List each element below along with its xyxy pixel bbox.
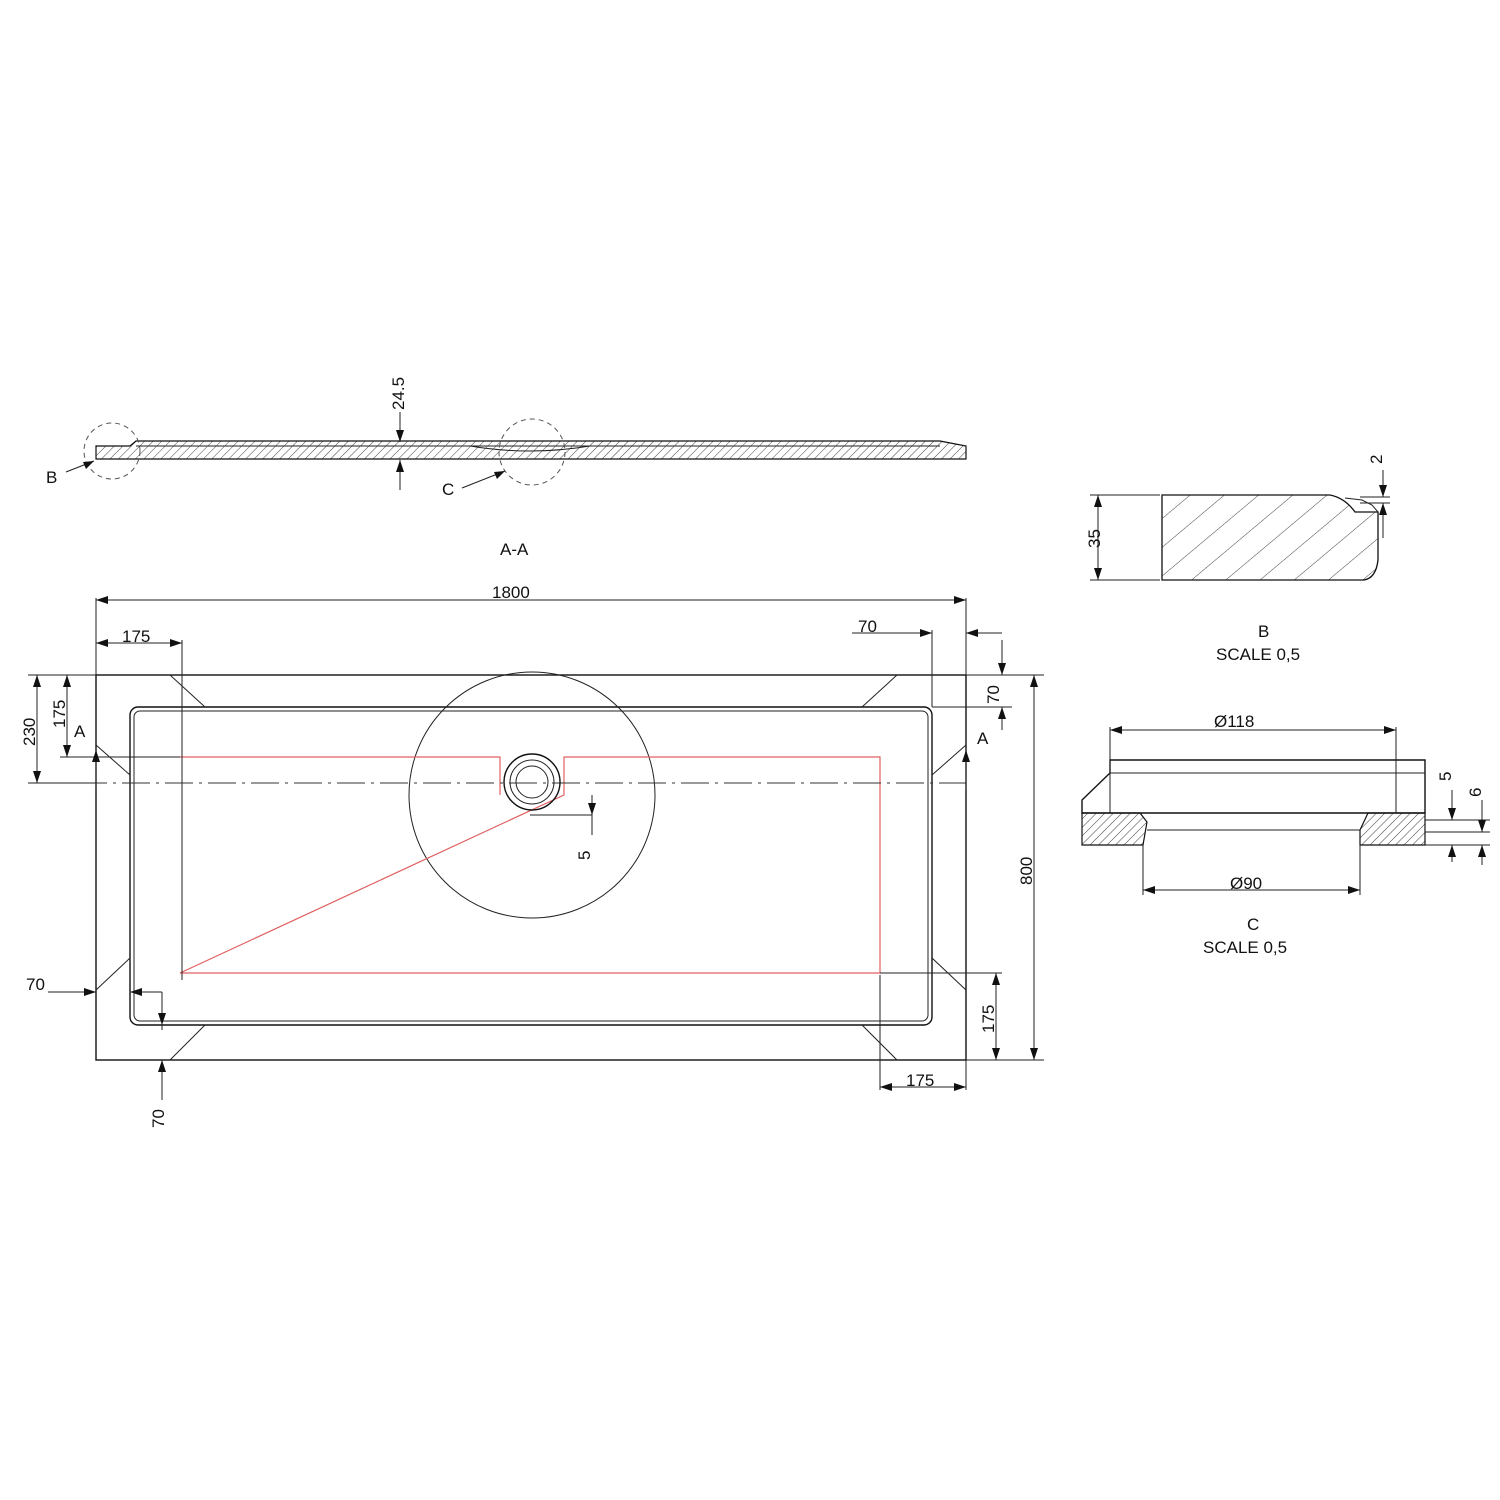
section-marker-right: A bbox=[977, 729, 989, 748]
section-profile bbox=[95, 440, 967, 460]
detail-b-lip-dim: 2 bbox=[1367, 455, 1386, 464]
detail-b-title: B bbox=[1258, 622, 1269, 641]
standing-zone bbox=[179, 756, 881, 974]
drain-offset-dim: 5 bbox=[575, 851, 594, 860]
detail-c-outer-diameter: Ø118 bbox=[1214, 712, 1254, 731]
detail-c-callout: C bbox=[442, 480, 454, 499]
bottom-rim-dim: 70 bbox=[149, 1109, 168, 1128]
depth-dim: 800 bbox=[1017, 857, 1036, 885]
detail-c-step-dim: 5 bbox=[1436, 772, 1455, 781]
detail-c-depth-dim: 6 bbox=[1466, 788, 1485, 797]
detail-c: Ø118 Ø90 5 6 C SCALE 0,5 bbox=[1081, 712, 1490, 957]
drain-slope-circle bbox=[408, 671, 656, 919]
left-rim-dim: 70 bbox=[26, 975, 45, 994]
drain-middle bbox=[509, 759, 555, 805]
detail-c-inner-diameter: Ø90 bbox=[1230, 874, 1262, 893]
left-inner-dim: 175 bbox=[50, 700, 69, 728]
section-view: 24.5 B C A-A bbox=[46, 377, 967, 559]
detail-b-scale: SCALE 0,5 bbox=[1216, 645, 1300, 664]
corner-top-right-dim: 70 bbox=[858, 617, 877, 636]
detail-c-upper bbox=[1081, 759, 1426, 814]
detail-c-scale: SCALE 0,5 bbox=[1203, 938, 1287, 957]
basin-inner-edge bbox=[133, 710, 929, 1022]
left-outer-dim: 230 bbox=[20, 718, 39, 746]
right-top-rim-dim: 70 bbox=[984, 685, 1003, 704]
detail-c-title: C bbox=[1247, 915, 1259, 934]
detail-c-lower-left bbox=[1081, 812, 1148, 846]
tray-outline bbox=[95, 674, 967, 1061]
detail-c-circle bbox=[498, 418, 566, 486]
drain-outer bbox=[503, 753, 561, 811]
tray-basin bbox=[129, 706, 933, 1026]
section-thickness-dim: 24.5 bbox=[389, 377, 408, 410]
corner-top-left-dim: 175 bbox=[122, 627, 150, 646]
detail-b: 35 2 B SCALE 0,5 bbox=[1085, 455, 1390, 664]
section-marker-left: A bbox=[74, 722, 86, 741]
detail-b-callout: B bbox=[46, 468, 57, 487]
bottom-right-dim: 175 bbox=[906, 1071, 934, 1090]
detail-c-lower-right bbox=[1359, 812, 1426, 846]
section-label: A-A bbox=[500, 540, 529, 559]
width-dim: 1800 bbox=[492, 583, 530, 602]
drain-inner bbox=[515, 765, 549, 799]
detail-b-height-dim: 35 bbox=[1085, 529, 1104, 548]
detail-b-circle bbox=[83, 422, 141, 480]
plan-view: 5 1800 175 70 70 800 bbox=[20, 583, 1044, 1128]
detail-b-profile bbox=[1161, 494, 1379, 581]
right-bottom-dim: 175 bbox=[979, 1005, 998, 1033]
section-drain-dip bbox=[469, 445, 591, 452]
